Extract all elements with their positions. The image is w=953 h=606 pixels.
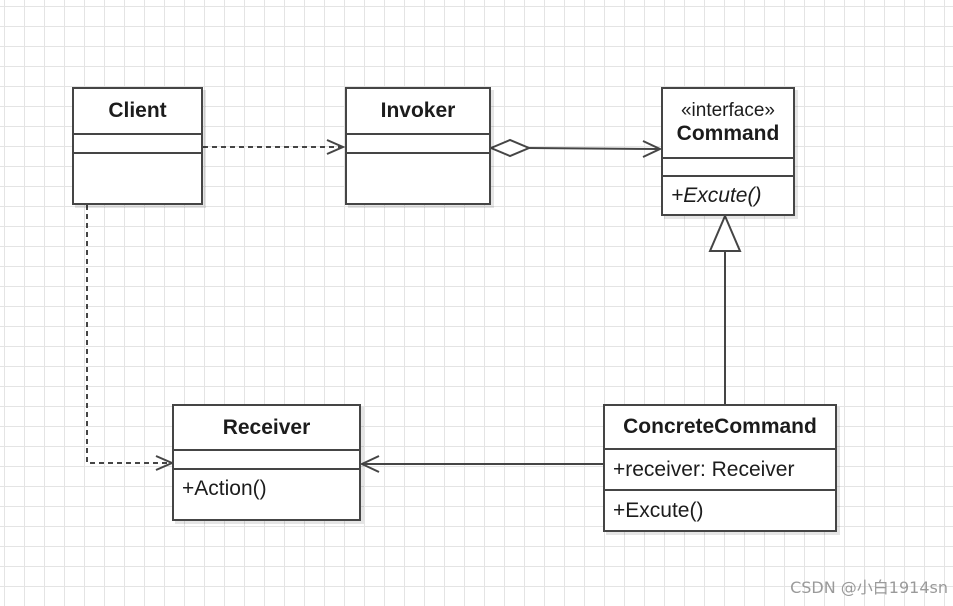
class-command-attributes — [663, 159, 793, 177]
class-client-operations — [74, 154, 201, 203]
class-concrete-command[interactable]: ConcreteCommand +receiver: Receiver +Exc… — [603, 404, 837, 532]
class-invoker-operations — [347, 154, 489, 203]
class-command-name: Command — [676, 122, 780, 145]
class-receiver[interactable]: Receiver +Action() — [172, 404, 361, 521]
class-invoker-name: Invoker — [380, 99, 456, 122]
class-command-operations: +Excute() — [663, 177, 793, 214]
class-invoker[interactable]: Invoker — [345, 87, 491, 205]
class-command[interactable]: «interface» Command +Excute() — [661, 87, 795, 216]
operation-receiver-action: +Action() — [182, 477, 267, 500]
class-receiver-header: Receiver — [174, 406, 359, 451]
class-invoker-header: Invoker — [347, 89, 489, 135]
class-invoker-attributes — [347, 135, 489, 154]
realization-concretecommand-command — [708, 213, 742, 404]
class-command-header: «interface» Command — [663, 89, 793, 159]
class-command-stereotype: «interface» — [680, 100, 775, 121]
class-receiver-attributes — [174, 451, 359, 470]
class-receiver-name: Receiver — [222, 415, 311, 439]
class-client[interactable]: Client — [72, 87, 203, 205]
attribute-concrete-command-receiver: +receiver: Receiver — [613, 457, 795, 481]
class-client-header: Client — [74, 89, 201, 135]
dependency-client-invoker — [203, 139, 346, 155]
class-client-name: Client — [108, 99, 167, 122]
class-concrete-command-header: ConcreteCommand — [605, 406, 835, 450]
aggregation-invoker-command — [488, 138, 663, 158]
class-receiver-operations: +Action() — [174, 470, 359, 519]
watermark: CSDN @小白1914sn — [790, 578, 948, 597]
class-concrete-command-operations: +Excute() — [605, 491, 835, 530]
class-concrete-command-name: ConcreteCommand — [623, 415, 817, 438]
operation-command-excute: +Excute() — [671, 183, 762, 207]
class-concrete-command-attributes: +receiver: Receiver — [605, 450, 835, 491]
operation-concrete-command-excute: +Excute() — [613, 498, 704, 522]
class-client-attributes — [74, 135, 201, 154]
association-concretecommand-receiver — [359, 455, 603, 473]
